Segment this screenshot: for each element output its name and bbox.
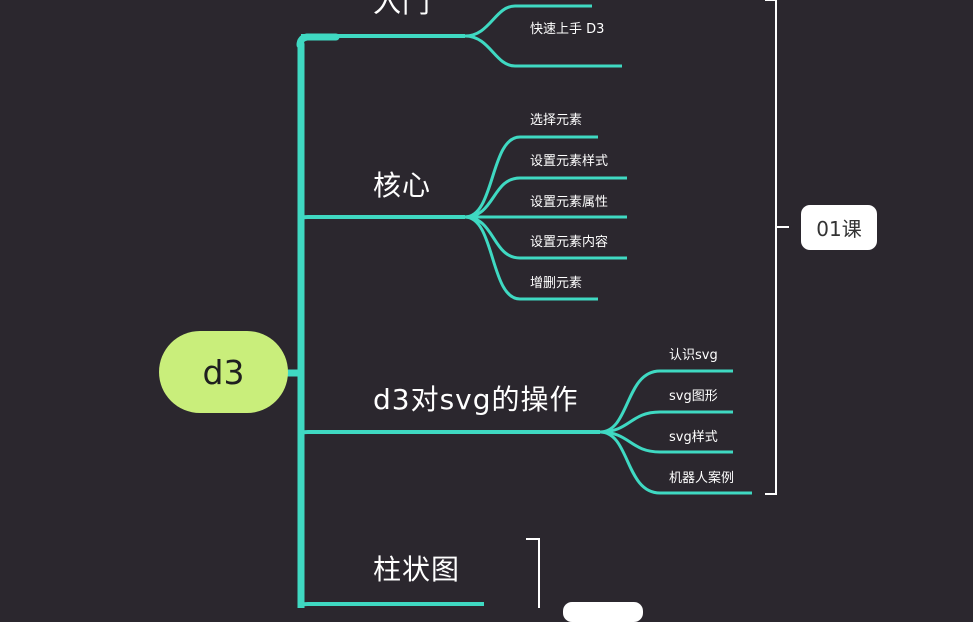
branch-line-2 — [299, 215, 465, 220]
leaf-set-element-content[interactable]: 设置元素内容 — [530, 235, 609, 250]
leaf-set-element-style[interactable]: 设置元素样式 — [530, 154, 609, 169]
branch-label-rumen[interactable]: 入门 — [373, 0, 432, 19]
branch-2-child-lines — [464, 135, 627, 301]
summary-tag-label: 01课 — [816, 217, 862, 241]
summary-bracket-2 — [526, 538, 540, 608]
leaf-know-svg[interactable]: 认识svg — [669, 348, 718, 363]
summary-bracket-1 — [765, 0, 789, 495]
branch-3-child-lines — [599, 369, 752, 495]
root-node[interactable]: d3 — [159, 331, 288, 413]
summary-tag-partial[interactable] — [563, 602, 643, 622]
leaf-add-remove-elements[interactable]: 增删元素 — [530, 276, 583, 291]
branch-1-child-lines — [464, 4, 622, 68]
leaf-set-element-attr[interactable]: 设置元素属性 — [530, 195, 609, 210]
mindmap-connectors — [284, 0, 789, 608]
leaf-robot-case[interactable]: 机器人案例 — [669, 471, 735, 486]
leaf-svg-shapes[interactable]: svg图形 — [669, 389, 718, 404]
leaf-svg-styles[interactable]: svg样式 — [669, 430, 718, 445]
leaf-quick-start[interactable]: 快速上手 D3 — [530, 22, 605, 37]
branch-label-hexin[interactable]: 核心 — [373, 169, 432, 202]
trunk-line — [284, 33, 340, 608]
branch-line-3 — [299, 430, 600, 435]
root-label: d3 — [202, 352, 245, 392]
branch-label-d3-svg[interactable]: d3对svg的操作 — [373, 383, 579, 416]
branch-line-4 — [299, 602, 484, 607]
leaf-select-elements[interactable]: 选择元素 — [530, 113, 583, 128]
branch-label-bar-chart[interactable]: 柱状图 — [373, 553, 461, 586]
summary-tag-lesson-01[interactable]: 01课 — [801, 205, 877, 250]
